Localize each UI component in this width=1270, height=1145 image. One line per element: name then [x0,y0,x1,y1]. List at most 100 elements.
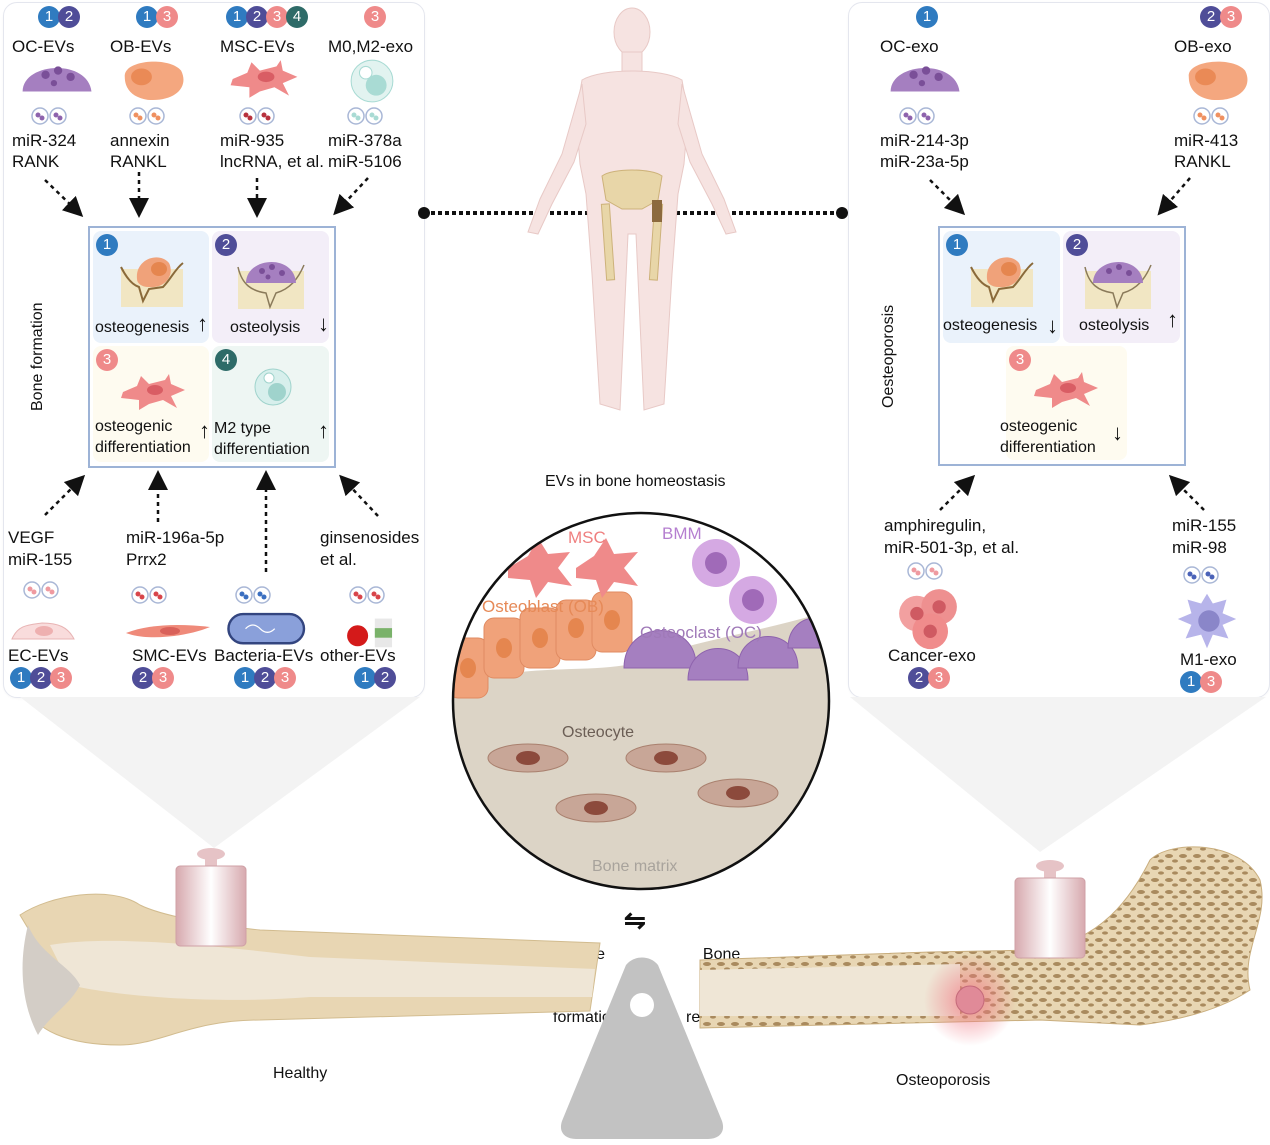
osteolysis-label: osteolysis [1079,317,1150,334]
badge-1: 1 [96,234,118,256]
trend-up-arrow: ↑ [318,418,329,443]
badge-3: 3 [928,667,950,689]
badge-2: 2 [374,667,396,689]
grid-cell-osteogenesis: 1 osteogenesis ↑ [93,231,209,343]
badge-4: 4 [286,6,308,28]
cargo-line-1: miR-935 [220,131,285,150]
human-body-illustration [527,7,737,411]
healthy-bone-illustration [19,893,601,1046]
badge-1: 1 [354,667,376,689]
vesicle-icon [1193,107,1229,125]
source-name: OC-exo [880,37,939,56]
grid-cell-m2-differentiation: 4 M2 type differentiation ↑ [212,346,329,462]
badge-1: 1 [916,6,938,28]
osteolysis-label: osteolysis [230,319,301,336]
ev-source-oc-exo: 1 OC-exo miR-214-3p miR-23a-5p [876,4,986,184]
smooth-muscle-cell-icon [126,625,210,638]
badge-3: 3 [50,667,72,689]
osteoclast-icon [22,66,92,92]
vesicle-icon [239,107,275,125]
source-name: MSC-EVs [220,37,295,56]
cargo-line-2: miR-98 [1172,538,1227,557]
badge-2: 2 [58,6,80,28]
cargo-line-1: annexin [110,131,170,150]
msc-icon [230,60,298,98]
osteogenic-differentiation-label: osteogenic differentiation [1000,418,1096,456]
vesicle-icon [349,586,385,604]
cancer-cells-icon [899,589,957,650]
badge-3: 3 [156,6,178,28]
cargo-line-1: miR-324 [12,131,77,150]
bone-homeostasis-circle [451,511,831,891]
cargo-line-2: miR-5106 [328,152,402,171]
source-name: other-EVs [320,646,396,665]
badge-group: 1 [916,6,938,28]
trend-up-arrow: ↑ [197,311,208,336]
msc-icon [121,374,185,410]
cargo-line-2: lncRNA, et al. [220,152,324,171]
badge-2: 2 [215,234,237,256]
source-name: OB-exo [1174,37,1232,56]
osteogenesis-label: osteogenesis [95,319,190,336]
badge-3: 3 [274,667,296,689]
grid-cell-osteogenic-differentiation: 3 osteogenic differentiation ↑ [93,346,210,462]
msc-label: MSC [568,528,606,547]
source-name: M1-exo [1180,650,1237,669]
vesicle-icon [235,586,271,604]
badge-2: 2 [1200,6,1222,28]
cargo-line-1: VEGF [8,528,55,547]
badge-3: 3 [1220,6,1242,28]
left-effect-grid: 1 osteogenesis ↑ 2 osteolysis ↓ 3 osteog… [88,226,336,468]
trend-down-arrow: ↓ [318,311,329,336]
badge-1: 1 [226,6,248,28]
badge-2: 2 [30,667,52,689]
bone-matrix-label: Bone matrix [592,858,678,875]
cargo-line-1: miR-413 [1174,131,1239,150]
cargo-line-2: RANKL [1174,152,1231,171]
endothelial-cell-icon [11,622,75,640]
source-name: SMC-EVs [132,646,207,665]
badge-1: 1 [38,6,60,28]
m1-macrophage-icon [1177,593,1237,649]
cargo-line-2: miR-23a-5p [880,152,969,171]
vesicle-icon [131,586,167,604]
badge-3: 3 [1200,671,1222,693]
weight-icon-right [1014,860,1086,959]
cargo-line-1: ginsenosides [320,528,420,547]
badge-3: 3 [96,349,118,371]
badge-1: 1 [136,6,158,28]
osteoblast-icon [124,61,184,101]
vesicle-icon [907,562,943,580]
trend-up-arrow: ↑ [1167,307,1178,332]
osteoporotic-bone-illustration [699,846,1263,1046]
badge-group: 3 [364,6,386,28]
cargo-line-1: miR-155 [1172,516,1237,535]
vesicle-icon [31,107,67,125]
osteoporosis-label: Osteoporosis [896,1072,991,1089]
badge-2: 2 [132,667,154,689]
badge-3: 3 [1009,349,1031,371]
trend-down-arrow: ↓ [1047,313,1058,338]
seesaw-fulcrum [560,957,724,1139]
badge-1: 1 [946,234,968,256]
badge-4: 4 [215,349,237,371]
osteoporosis-side-label: Oesteoporosis [880,304,897,408]
osteogenesis-icon [970,257,1034,307]
vesicle-icon [129,107,165,125]
osteoblast-label: Osteoblast (OB) [482,597,604,616]
connector-dot-right [836,207,848,219]
macrophage-icon [254,368,292,406]
ev-source-cancer-exo: amphiregulin, miR-501-3p, et al. Cancer-… [884,515,1084,715]
right-effect-grid: 1 osteogenesis ↓ 2 osteolysis ↑ 3 osteog… [938,226,1186,466]
healthy-label: Healthy [273,1065,328,1082]
